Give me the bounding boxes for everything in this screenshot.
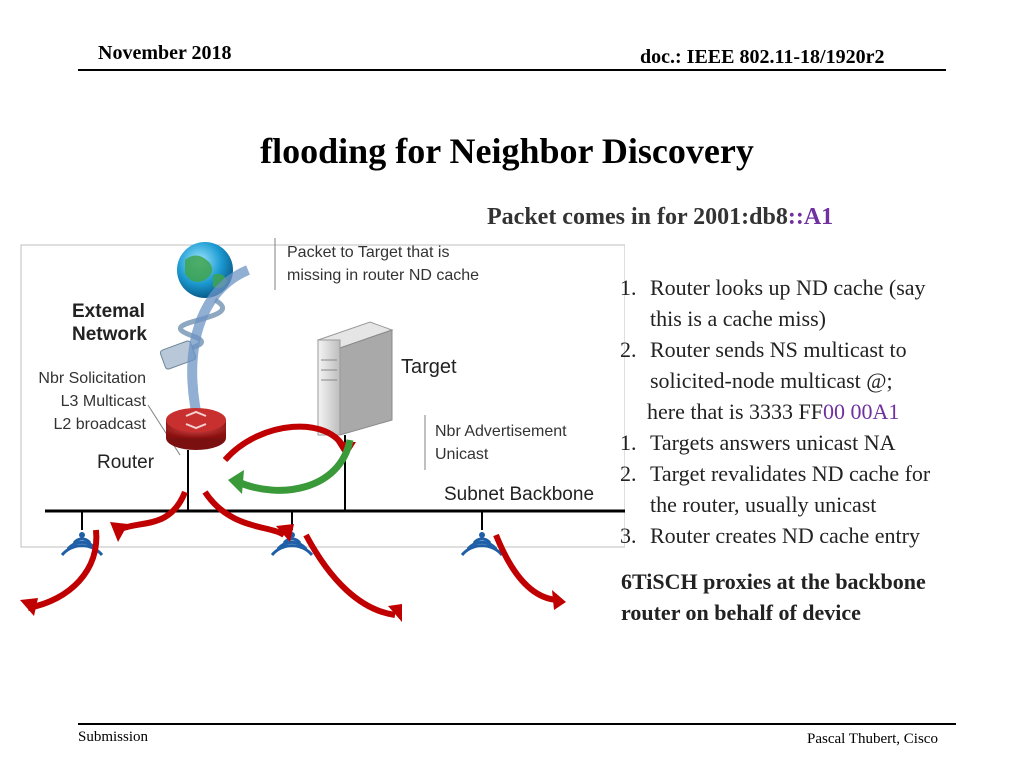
nbr-solicit-label-2: L3 Multicast — [61, 393, 147, 410]
wifi-icon — [460, 532, 504, 557]
step-text: Target revalidates ND cache for — [650, 461, 931, 486]
packet-label-2: missing in router ND cache — [287, 267, 479, 284]
step-item: 1. Targets answers unicast NA — [620, 427, 1000, 458]
server-icon — [316, 321, 394, 436]
step-number: 1. — [620, 275, 637, 300]
na-arrowhead — [228, 470, 244, 494]
step-item: 2. Target revalidates ND cache for the r… — [620, 458, 1000, 520]
diagram-frame — [20, 244, 625, 548]
step-text: Router looks up ND cache (say — [650, 275, 926, 300]
external-network-label-2: Network — [72, 324, 147, 345]
step-item: 1. Router looks up ND cache (say this is… — [620, 272, 1000, 334]
subtitle-prefix: Packet comes in for 2001:db8 — [487, 204, 788, 230]
step-number: 3. — [620, 523, 637, 548]
footer-author: Pascal Thubert, Cisco — [807, 731, 938, 747]
ns-arrow-to-target — [222, 423, 348, 463]
step-highlight: 00 00A1 — [823, 399, 900, 424]
multicast-arrow — [27, 529, 100, 611]
header-divider — [78, 69, 946, 71]
router-icon — [166, 408, 226, 450]
step-text: this is a cache miss) — [650, 306, 826, 331]
nbr-adv-label-1: Nbr Advertisement — [435, 423, 567, 440]
arrowheads — [20, 442, 566, 622]
step-item: 2. Router sends NS multicast to solicite… — [620, 334, 1000, 396]
packet-label-1: Packet to Target that is — [287, 244, 449, 261]
external-network-label-1: Extemal — [72, 301, 145, 322]
router-label: Router — [97, 452, 155, 473]
summary-text: 6TiSCH proxies at the backbone router on… — [621, 566, 1001, 628]
step-number: 2. — [620, 461, 637, 486]
step-text: the router, usually unicast — [650, 492, 877, 517]
step-text: Targets answers unicast NA — [650, 430, 896, 455]
footer-divider — [78, 723, 956, 725]
step-number: 2. — [620, 337, 637, 362]
na-unicast-arrow — [236, 439, 354, 494]
subtitle-highlight: ::A1 — [787, 204, 834, 230]
step-text: Router creates ND cache entry — [650, 523, 920, 548]
step-continuation: here that is 3333 FF00 00A1 — [620, 396, 1000, 427]
header-date: November 2018 — [98, 42, 232, 64]
step-text: Router sends NS multicast to — [650, 337, 907, 362]
multicast-arrow — [493, 533, 561, 603]
slide-title: flooding for Neighbor Discovery — [260, 131, 754, 171]
nbr-solicit-label-1: Nbr Solicitation — [38, 370, 146, 387]
summary-line: 6TiSCH proxies at the backbone — [621, 569, 926, 594]
nbr-adv-label-2: Unicast — [435, 446, 489, 463]
steps-list: 1. Router looks up ND cache (say this is… — [620, 272, 1000, 551]
slide-subtitle: Packet comes in for 2001:db8::A1 — [487, 204, 833, 231]
summary-line: router on behalf of device — [621, 600, 861, 625]
nbr-solicit-label-3: L2 broadcast — [53, 416, 146, 433]
backbone-label: Subnet Backbone — [444, 484, 594, 505]
network-diagram: Packet to Target that is missing in rout… — [20, 238, 625, 622]
step-text: solicited-node multicast @; — [650, 368, 893, 393]
header-doc-id: doc.: IEEE 802.11-18/1920r2 — [640, 46, 885, 68]
solicit-callout-line — [147, 404, 181, 456]
wifi-icon — [270, 532, 314, 557]
footer-submission: Submission — [78, 729, 149, 745]
step-number: 1. — [620, 430, 637, 455]
step-text: here that is 3333 FF — [647, 399, 823, 424]
target-label: Target — [401, 356, 457, 378]
multicast-arrow — [303, 533, 396, 618]
multicast-arrow — [202, 490, 286, 538]
packet-arrow — [187, 265, 251, 432]
step-item: 3. Router creates ND cache entry — [620, 520, 1000, 551]
cable-icon — [159, 297, 226, 370]
